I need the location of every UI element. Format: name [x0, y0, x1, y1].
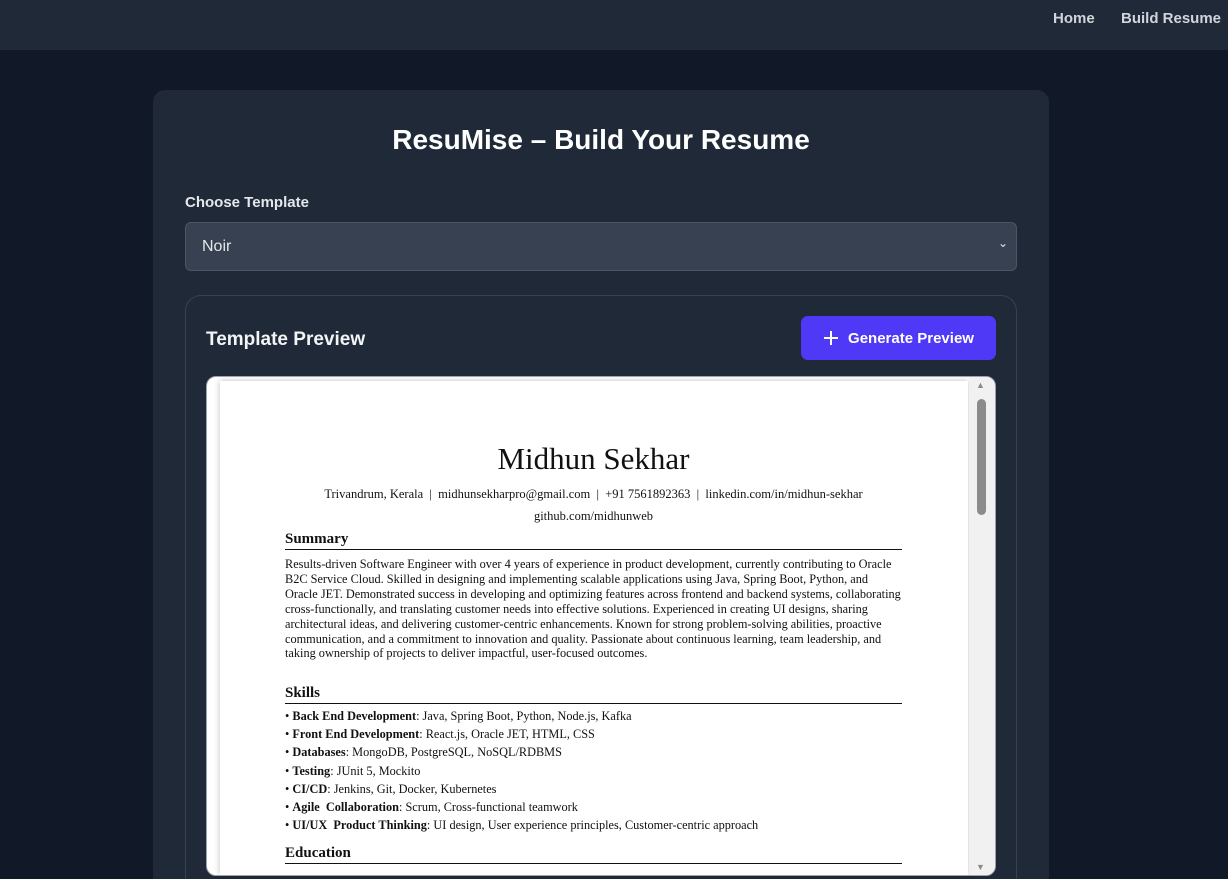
- skill-item: Agile Collaboration: Scrum, Cross-functi…: [285, 800, 758, 818]
- preview-title: Template Preview: [206, 329, 366, 350]
- template-select[interactable]: Noir ⌄: [185, 222, 1017, 271]
- chevron-down-icon: ⌄: [997, 236, 1008, 250]
- template-select-value: Noir: [202, 238, 232, 255]
- resume-github: github.com/midhunweb: [533, 509, 654, 523]
- resume-page: Midhun Sekhar Trivandrum, Kerala | midhu…: [220, 381, 968, 875]
- plus-icon: [824, 331, 839, 345]
- summary-heading: Summary: [285, 531, 902, 550]
- resume-name: Midhun Sekhar: [497, 441, 690, 476]
- builder-card: ResuMise – Build Your Resume Choose Temp…: [153, 90, 1049, 879]
- nav-build-resume-link[interactable]: Build Resume: [1121, 10, 1222, 27]
- resume-preview-frame[interactable]: Midhun Sekhar Trivandrum, Kerala | midhu…: [206, 376, 996, 876]
- scroll-down-icon[interactable]: ▼: [976, 862, 985, 872]
- skill-item: Front End Development: React.js, Oracle …: [285, 727, 758, 745]
- skill-item: Back End Development: Java, Spring Boot,…: [285, 709, 758, 727]
- generate-preview-label: Generate Preview: [848, 329, 974, 347]
- scrollbar-thumb[interactable]: [977, 399, 986, 515]
- skills-list: Back End Development: Java, Spring Boot,…: [285, 709, 758, 836]
- template-preview-panel: Template Preview Generate Preview Midhun…: [185, 295, 1017, 879]
- skills-heading: Skills: [285, 685, 902, 704]
- summary-text: Results-driven Software Engineer with ov…: [285, 557, 901, 661]
- preview-scrollbar[interactable]: ▲ ▼: [969, 377, 995, 875]
- skill-item: CI/CD: Jenkins, Git, Docker, Kubernetes: [285, 782, 758, 800]
- choose-template-label: Choose Template: [185, 194, 309, 211]
- skill-item: Databases: MongoDB, PostgreSQL, NoSQL/RD…: [285, 745, 758, 763]
- skill-item: UI/UX Product Thinking: UI design, User …: [285, 818, 758, 836]
- education-heading: Education: [285, 845, 902, 864]
- resume-contact: Trivandrum, Kerala | midhunsekharpro@gma…: [324, 487, 863, 501]
- scroll-up-icon[interactable]: ▲: [976, 380, 985, 390]
- page-title: ResuMise – Build Your Resume: [392, 124, 810, 155]
- nav-home-link[interactable]: Home: [1053, 10, 1095, 27]
- generate-preview-button[interactable]: Generate Preview: [801, 316, 996, 360]
- top-navbar: Home Build Resume: [0, 0, 1228, 50]
- skill-item: Testing: JUnit 5, Mockito: [285, 764, 758, 782]
